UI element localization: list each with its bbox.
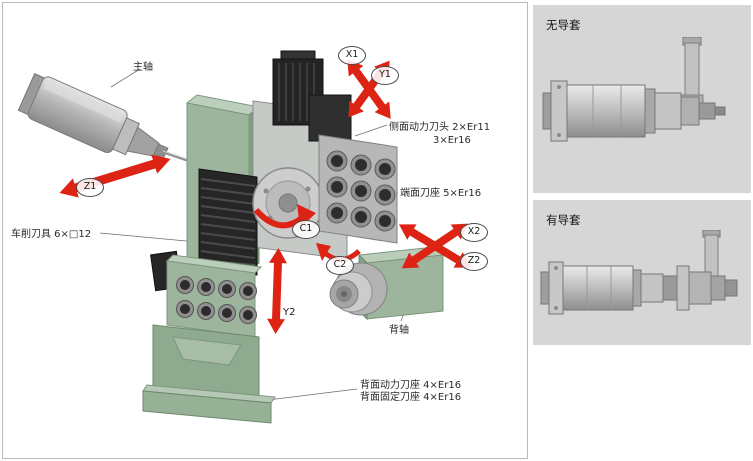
axis-label-c2: C2: [326, 256, 354, 275]
power-tool-turret: [318, 134, 398, 244]
axis-label-x1: X1: [338, 46, 366, 65]
axis-label-y2: Y2: [283, 307, 296, 318]
finned-tool-block: [198, 168, 258, 276]
spindle-with-bushing-illustration: [540, 230, 738, 315]
label-back-power-holder: 背面动力刀座 4×Er16: [360, 380, 462, 391]
axis-label-x2: X2: [460, 223, 488, 242]
label-main-spindle: 主轴: [133, 62, 153, 73]
x2-arrow: [401, 223, 469, 269]
label-face-tool-holder: 端面刀座 5×Er16: [400, 188, 482, 199]
y2-arrow: [267, 248, 287, 334]
spindle-motor: [272, 50, 352, 142]
panel-with-guide-bushing: 有导套: [533, 200, 751, 345]
axis-label-c1: C1: [292, 220, 320, 239]
label-turning-tools: 车削刀具 6×□12: [11, 229, 92, 240]
label-back-fixed-holder: 背面固定刀座 4×Er16: [360, 392, 462, 403]
panel-no-guide-bushing: 无导套: [533, 5, 751, 193]
panel-title-no-bushing: 无导套: [546, 18, 581, 32]
label-back-spindle: 背轴: [389, 325, 409, 336]
back-spindle-illustration: [329, 246, 445, 321]
z1-arrow: [59, 154, 171, 198]
machine-base-casting: [142, 324, 276, 424]
gang-toolpost: [150, 250, 263, 338]
spindle-without-bushing-illustration: [542, 37, 726, 142]
axis-label-y1: Y1: [371, 66, 399, 85]
axis-label-z1: Z1: [76, 178, 104, 197]
machine-diagram-panel: 主轴 侧面动力刀头 2×Er11 3×Er16 端面刀座 5×Er16 车削刀具…: [2, 2, 528, 459]
label-side-power-head-spec: 3×Er16: [433, 135, 471, 146]
axis-label-z2: Z2: [460, 252, 488, 271]
panel-title-with-bushing: 有导套: [546, 213, 581, 227]
label-side-power-head: 侧面动力刀头 2×Er11: [389, 122, 491, 133]
